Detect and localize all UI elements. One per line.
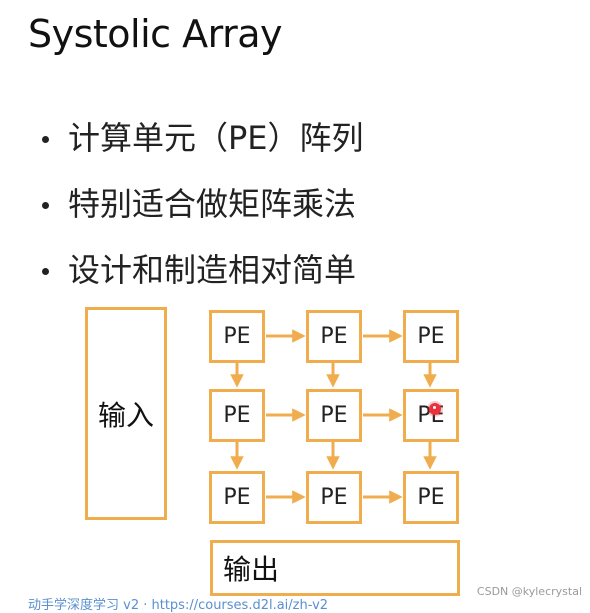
pe-cell: PE	[209, 310, 265, 363]
bullet-item: 设计和制造相对简单	[42, 250, 364, 316]
pe-cell: PE	[209, 389, 265, 442]
output-box: 输出	[210, 540, 460, 596]
bullet-item: 计算单元（PE）阵列	[42, 118, 364, 184]
pe-cell: PE	[209, 471, 265, 524]
input-box: 输入	[85, 307, 167, 520]
watermark: CSDN @kylecrystal	[476, 585, 582, 598]
pe-cell: PE	[403, 471, 459, 524]
course-link[interactable]: 动手学深度学习 v2 · https://courses.d2l.ai/zh-v…	[28, 598, 329, 613]
pe-cell: PE	[403, 389, 459, 442]
bullet-item: 特别适合做矩阵乘法	[42, 184, 364, 250]
pe-cell: PE	[306, 389, 362, 442]
output-label: 输出	[223, 553, 280, 586]
pe-cell: PE	[306, 310, 362, 363]
slide-title: Systolic Array	[28, 12, 283, 56]
laser-pointer-icon	[429, 403, 441, 415]
pe-cell: PE	[306, 471, 362, 524]
input-label: 输入	[97, 398, 154, 432]
pe-cell: PE	[403, 310, 459, 363]
bullet-list: 计算单元（PE）阵列 特别适合做矩阵乘法 设计和制造相对简单	[42, 118, 364, 316]
